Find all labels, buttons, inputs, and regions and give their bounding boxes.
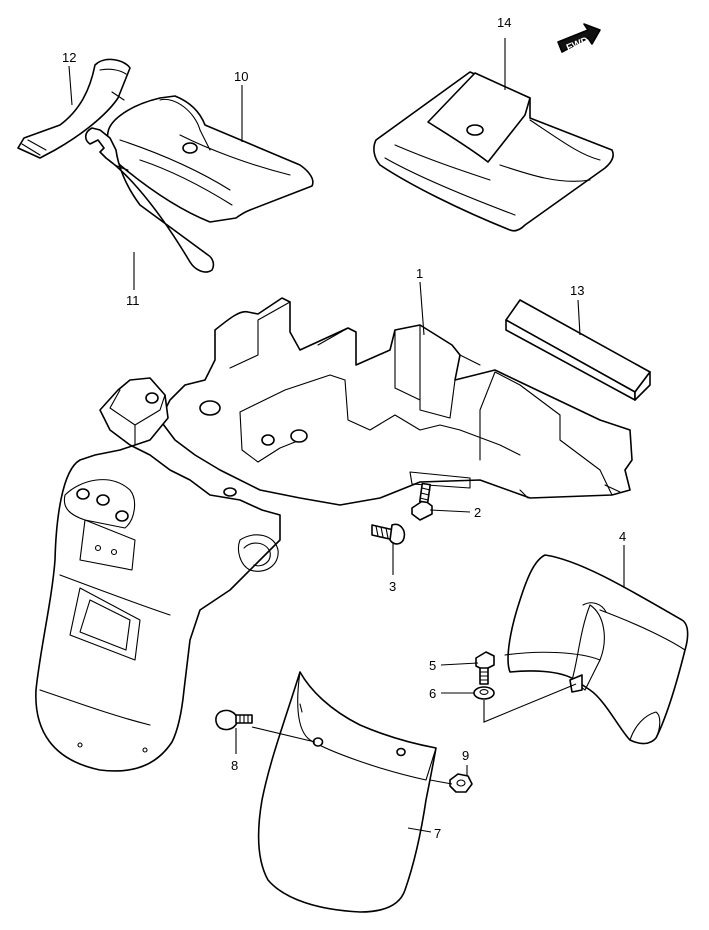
callout-10: 10 <box>234 69 248 84</box>
callout-6: 6 <box>429 686 436 701</box>
callout-8: 8 <box>231 758 238 773</box>
callout-7: 7 <box>434 826 441 841</box>
bolt-part-2[interactable] <box>411 482 433 521</box>
tool-bag-part-10[interactable] <box>106 95 314 223</box>
pad-part-13[interactable] <box>505 299 651 401</box>
callout-1: 1 <box>416 266 423 281</box>
inner-fender-part-1[interactable] <box>159 297 633 506</box>
callout-11: 11 <box>126 293 140 308</box>
callout-2: 2 <box>474 505 481 520</box>
callout-13: 13 <box>570 283 584 298</box>
rear-fender-body <box>35 377 281 772</box>
mud-guard-part-4[interactable] <box>504 554 689 745</box>
callout-12: 12 <box>62 50 76 65</box>
screw-part-8[interactable] <box>215 709 253 731</box>
leader-lines <box>68 38 625 833</box>
nut-part-9[interactable] <box>449 773 473 793</box>
wrench-part-11[interactable] <box>84 127 215 273</box>
fwd-arrow-icon: FWD <box>557 23 601 54</box>
callout-9: 9 <box>462 748 469 763</box>
washer-part-6[interactable] <box>473 686 495 700</box>
rear-flap-part-7[interactable] <box>257 671 437 913</box>
strap-part-12[interactable] <box>17 58 131 159</box>
callout-4: 4 <box>619 529 626 544</box>
callout-5: 5 <box>429 658 436 673</box>
callout-14: 14 <box>497 15 511 30</box>
screw-part-3[interactable] <box>371 523 406 545</box>
bolt-part-5[interactable] <box>475 651 495 685</box>
callout-3: 3 <box>389 579 396 594</box>
tool-bag-part-14[interactable] <box>373 71 614 232</box>
